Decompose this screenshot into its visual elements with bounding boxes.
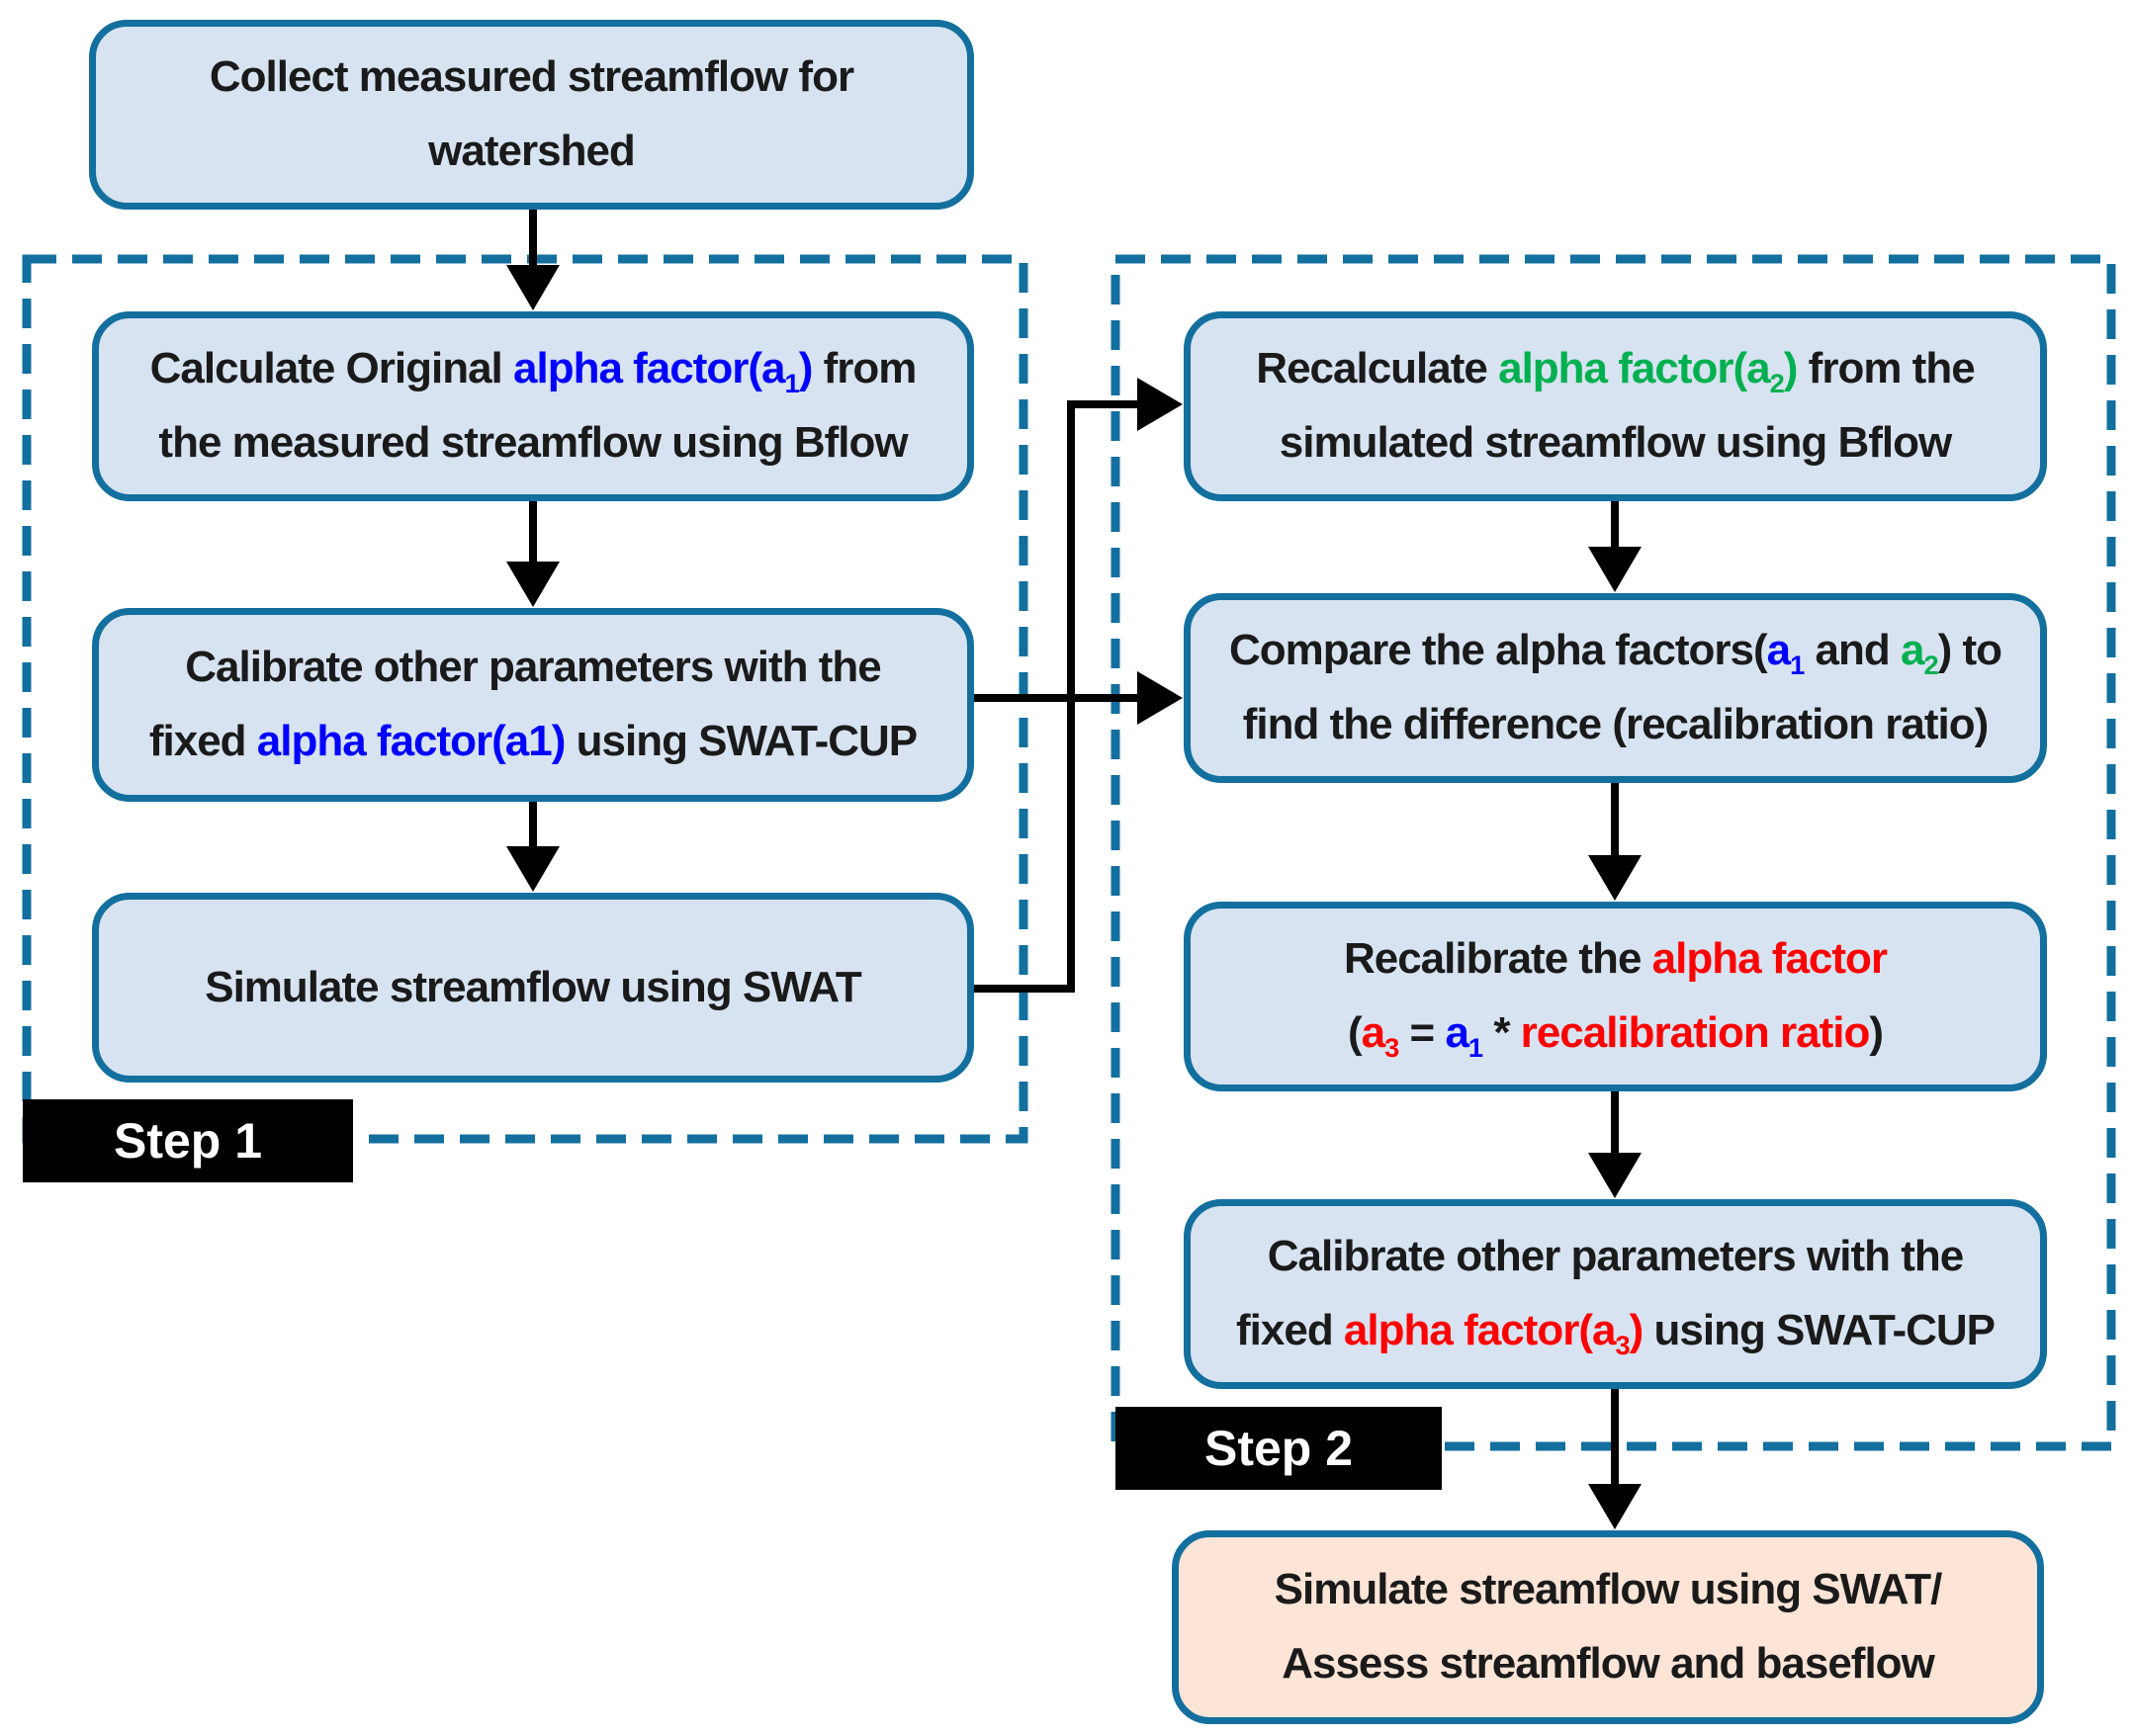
step2-label: Step 2 <box>1115 1407 1442 1490</box>
node-simulate-assess-final-text: Simulate streamflow using SWAT/Assess st… <box>1274 1565 1943 1688</box>
node-calculate-original-alpha-factor: Calculate Original alpha factor(a1) from… <box>92 311 974 501</box>
node-calculate-original-alpha-factor-text: Calculate Original alpha factor(a1) from… <box>149 344 918 467</box>
step1-label-text: Step 1 <box>113 1113 263 1169</box>
step2-label-text: Step 2 <box>1203 1421 1354 1476</box>
node-recalibrate-alpha-factor-text: Recalibrate the alpha factor(a3 = a1 * r… <box>1343 934 1888 1063</box>
step1-label: Step 1 <box>23 1099 353 1182</box>
node-simulate-assess-final: Simulate streamflow using SWAT/Assess st… <box>1172 1530 2044 1724</box>
node-simulate-streamflow-swat: Simulate streamflow using SWAT <box>92 893 974 1083</box>
node-simulate-streamflow-swat-text: Simulate streamflow using SWAT <box>205 962 862 1011</box>
node-recalibrate-alpha-factor: Recalibrate the alpha factor(a3 = a1 * r… <box>1184 902 2047 1091</box>
